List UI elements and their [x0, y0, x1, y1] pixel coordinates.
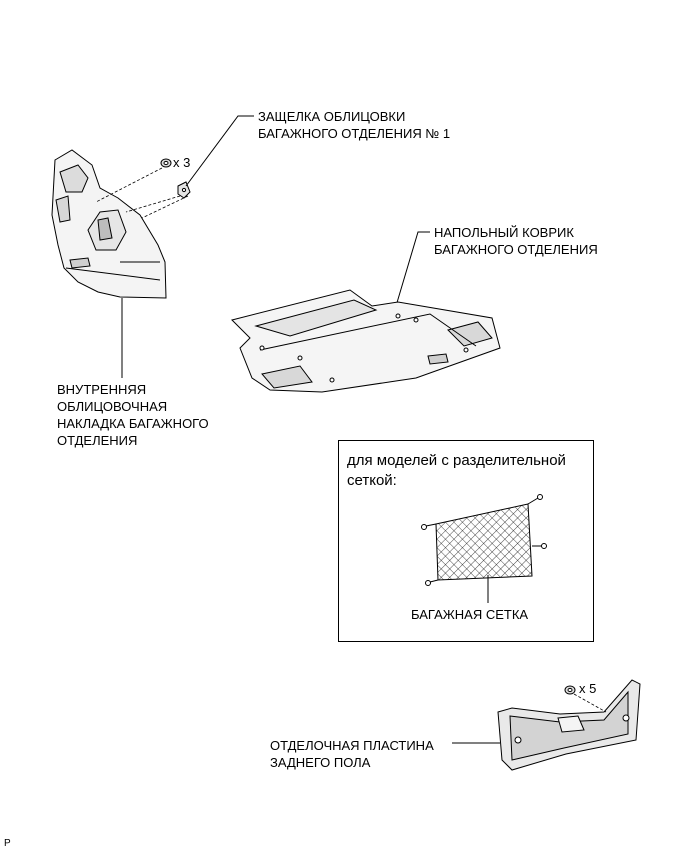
latch-label-line2: БАГАЖНОГО ОТДЕЛЕНИЯ № 1: [258, 126, 451, 141]
clip-icon: [160, 158, 172, 168]
clip-quantity-label: x 3: [173, 155, 191, 170]
rear-plate-label: ОТДЕЛОЧНАЯ ПЛАСТИНА ЗАДНЕГО ПОЛА: [270, 737, 434, 771]
inner-trim-panel: [51, 149, 167, 299]
inner-trim-label: ВНУТРЕННЯЯ ОБЛИЦОВОЧНАЯ НАКЛАДКА БАГАЖНО…: [57, 381, 209, 449]
inner-trim-label-line3: НАКЛАДКА БАГАЖНОГО: [57, 416, 209, 431]
clip-quantity-label-2: x 5: [579, 681, 597, 696]
floor-mat: [231, 289, 501, 393]
net-variant-title-line1: для моделей с разделительной: [347, 452, 566, 469]
rear-plate-label-line1: ОТДЕЛОЧНАЯ ПЛАСТИНА: [270, 738, 434, 753]
luggage-net-label: БАГАЖНАЯ СЕТКА: [411, 607, 529, 622]
net-variant-box: для моделей с разделительной сеткой:: [338, 440, 594, 642]
latch-icon: [177, 181, 191, 199]
floor-mat-label-line2: БАГАЖНОГО ОТДЕЛЕНИЯ: [434, 242, 598, 257]
latch-label: ЗАЩЕЛКА ОБЛИЦОВКИ БАГАЖНОГО ОТДЕЛЕНИЯ № …: [258, 108, 450, 142]
net-variant-title-line2: сеткой:: [347, 472, 397, 489]
inner-trim-label-line4: ОТДЕЛЕНИЯ: [57, 433, 138, 448]
floor-mat-label: НАПОЛЬНЫЙ КОВРИК БАГАЖНОГО ОТДЕЛЕНИЯ: [434, 224, 598, 258]
floor-mat-label-line1: НАПОЛЬНЫЙ КОВРИК: [434, 225, 574, 240]
corner-mark: P: [4, 838, 11, 849]
rear-floor-plate: [497, 679, 641, 771]
rear-plate-label-line2: ЗАДНЕГО ПОЛА: [270, 755, 371, 770]
inner-trim-label-line2: ОБЛИЦОВОЧНАЯ: [57, 399, 168, 414]
net-variant-title: для моделей с разделительной сеткой:: [347, 451, 566, 491]
clip-icon: [564, 685, 576, 695]
luggage-net: [421, 494, 547, 603]
inner-trim-label-line1: ВНУТРЕННЯЯ: [57, 382, 147, 397]
latch-label-line1: ЗАЩЕЛКА ОБЛИЦОВКИ: [258, 109, 406, 124]
